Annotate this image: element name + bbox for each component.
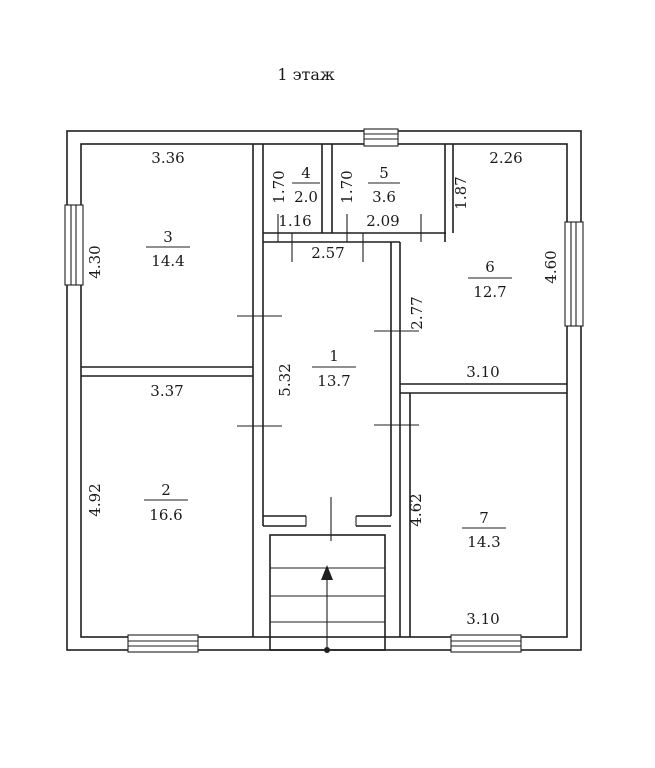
dim-r6-height: 4.60	[542, 250, 560, 283]
staircase	[269, 534, 386, 653]
dim-r3-height: 4.30	[86, 245, 104, 278]
room-5-number: 5	[379, 164, 389, 182]
dim-r5-width: 2.09	[366, 212, 399, 230]
room-1-number: 1	[329, 347, 339, 365]
door-marks	[237, 214, 422, 541]
dim-r6-width: 2.26	[489, 149, 522, 167]
dim-r6-bottom-width: 3.10	[466, 363, 499, 381]
room-3-number: 3	[163, 228, 173, 246]
dim-r2-width: 3.37	[150, 382, 183, 400]
room-4-area: 2.0	[294, 188, 318, 206]
dim-r5-height: 1.70	[338, 170, 356, 203]
window-right	[564, 221, 584, 327]
room-6-number: 6	[485, 258, 495, 276]
dim-r7-height: 4.62	[407, 493, 425, 526]
room-3-area: 14.4	[151, 252, 184, 270]
dim-r4-width: 1.16	[278, 212, 311, 230]
room-labels: 1 13.7 2 16.6 3 14.4 4 2.0 5 3.6 6 12.7 …	[144, 164, 512, 551]
room-6-area: 12.7	[473, 283, 506, 301]
stair-arrow-icon	[321, 565, 333, 580]
dim-r6-inner-height: 2.77	[408, 296, 426, 329]
room-2-area: 16.6	[149, 506, 182, 524]
room-7-number: 7	[479, 509, 489, 527]
dimension-labels: 3.36 4.30 1.70 1.16 1.70 2.09 1.87 2.26 …	[86, 149, 560, 628]
room-1-area: 13.7	[317, 372, 350, 390]
outer-wall	[66, 130, 582, 651]
dim-r4-height: 1.70	[270, 170, 288, 203]
dim-corridor-width: 2.57	[311, 244, 344, 262]
window-bottom-right	[450, 634, 522, 653]
window-left	[64, 204, 84, 286]
window-top	[363, 128, 399, 147]
dim-r7-width: 3.10	[466, 610, 499, 628]
plan-title: 1 этаж	[277, 65, 335, 84]
dim-corridor-height: 5.32	[276, 363, 294, 396]
room-7-area: 14.3	[467, 533, 500, 551]
interior-walls	[81, 144, 567, 637]
room-5-area: 3.6	[372, 188, 396, 206]
window-bottom-left	[127, 634, 199, 653]
dim-r3-width: 3.36	[151, 149, 184, 167]
room-2-number: 2	[161, 481, 171, 499]
room-4-number: 4	[301, 164, 311, 182]
dim-r6-left-height: 1.87	[452, 176, 470, 209]
dim-r2-height: 4.92	[86, 483, 104, 516]
